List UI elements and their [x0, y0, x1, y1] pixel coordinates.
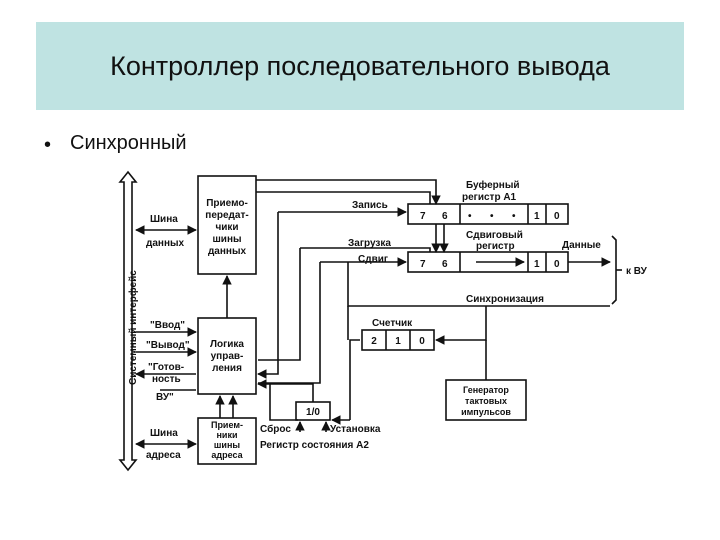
counter-label: Счетчик [372, 318, 413, 329]
svg-text:"Готов-: "Готов- [148, 362, 184, 373]
receivers-label: Прием- ники шины адреса [211, 420, 244, 460]
counter-register [361, 329, 435, 351]
svg-text:тактовых: тактовых [465, 396, 507, 406]
svg-text:шины: шины [214, 440, 240, 450]
svg-text:1: 1 [534, 259, 540, 270]
svg-text:Буферный: Буферный [466, 179, 520, 191]
svg-text:1: 1 [395, 336, 401, 347]
load-label: Загрузка [348, 238, 391, 249]
svg-text:Логика: Логика [210, 339, 244, 350]
svg-text:передат-: передат- [205, 210, 248, 221]
write-label: Запись [352, 200, 388, 211]
svg-text:регистр А1: регистр А1 [462, 192, 517, 203]
data-out-label: Данные [562, 240, 601, 251]
svg-text:Сдвиговый: Сдвиговый [466, 230, 523, 241]
counter-cells: 2 1 0 [371, 336, 425, 347]
svg-text:данных: данных [208, 246, 247, 257]
shift-register-label: Сдвиговый регистр [466, 230, 523, 252]
data-bus-label: Шина данных [146, 214, 185, 249]
transceiver-block [197, 175, 257, 275]
svg-text:2: 2 [371, 336, 377, 347]
svg-text:7: 7 [420, 259, 426, 270]
svg-text:адреса: адреса [211, 450, 243, 460]
svg-text:управ-: управ- [211, 351, 244, 362]
svg-text:ления: ления [212, 363, 242, 374]
svg-text:Шина: Шина [150, 428, 178, 439]
set-label: Установка [330, 424, 381, 435]
address-bus-label: Шина адреса [146, 428, 181, 461]
svg-text:•: • [490, 211, 494, 222]
svg-text:импульсов: импульсов [461, 407, 511, 417]
buffer-register-label: Буферный регистр А1 [462, 179, 520, 203]
svg-text:•: • [468, 211, 472, 222]
svg-text:Шина: Шина [150, 214, 178, 225]
bullet-text: Синхронный [70, 132, 187, 154]
buffer-cells: 7 6 • • • 1 0 [420, 211, 560, 222]
reset-label: Сброс [260, 423, 291, 435]
control-signal-labels: "Ввод" "Вывод" "Готов- ность ВУ" [146, 320, 190, 403]
svg-text:данных: данных [146, 238, 185, 249]
svg-text:0: 0 [554, 259, 560, 270]
svg-text:адреса: адреса [146, 450, 181, 461]
svg-text:регистр: регистр [476, 241, 515, 252]
svg-text:"Вывод": "Вывод" [146, 340, 190, 351]
title-band: Контроллер последовательного вывода [36, 22, 684, 110]
sync-label: Синхронизация [466, 294, 544, 305]
flipflop-label: 1/0 [306, 407, 320, 418]
generator-label: Генератор тактовых импульсов [461, 385, 511, 417]
system-interface-label: Системный интерфейс [127, 270, 139, 385]
buffer-register [407, 203, 569, 225]
shift-label: Сдвиг [358, 254, 388, 265]
svg-text:Прием-: Прием- [211, 420, 243, 430]
svg-text:Приемо-: Приемо- [206, 198, 248, 209]
logic-label: Логика управ- ления [210, 339, 244, 374]
svg-text:1: 1 [534, 211, 540, 222]
svg-text:"Ввод": "Ввод" [150, 320, 185, 331]
shift-cells: 7 6 1 0 [420, 259, 560, 270]
svg-text:ВУ": ВУ" [156, 392, 174, 403]
svg-text:0: 0 [419, 336, 425, 347]
slide-title: Контроллер последовательного вывода [110, 50, 610, 81]
status-register-label: Регистр состояния А2 [260, 440, 369, 451]
svg-text:Генератор: Генератор [463, 385, 509, 395]
svg-text:6: 6 [442, 211, 448, 222]
receivers-block [197, 417, 257, 465]
system-bus-arrow [118, 170, 138, 472]
svg-text:ность: ность [152, 374, 181, 385]
svg-text:7: 7 [420, 211, 426, 222]
svg-text:чики: чики [215, 222, 238, 233]
transceiver-label: Приемо- передат- чики шины данных [205, 198, 248, 257]
to-vu-label: к ВУ [626, 266, 648, 277]
svg-text:шины: шины [212, 234, 241, 245]
svg-text:0: 0 [554, 211, 560, 222]
svg-text:•: • [512, 211, 516, 222]
svg-text:ники: ники [216, 430, 237, 440]
svg-text:6: 6 [442, 259, 448, 270]
bullet-dot: • [44, 134, 52, 156]
